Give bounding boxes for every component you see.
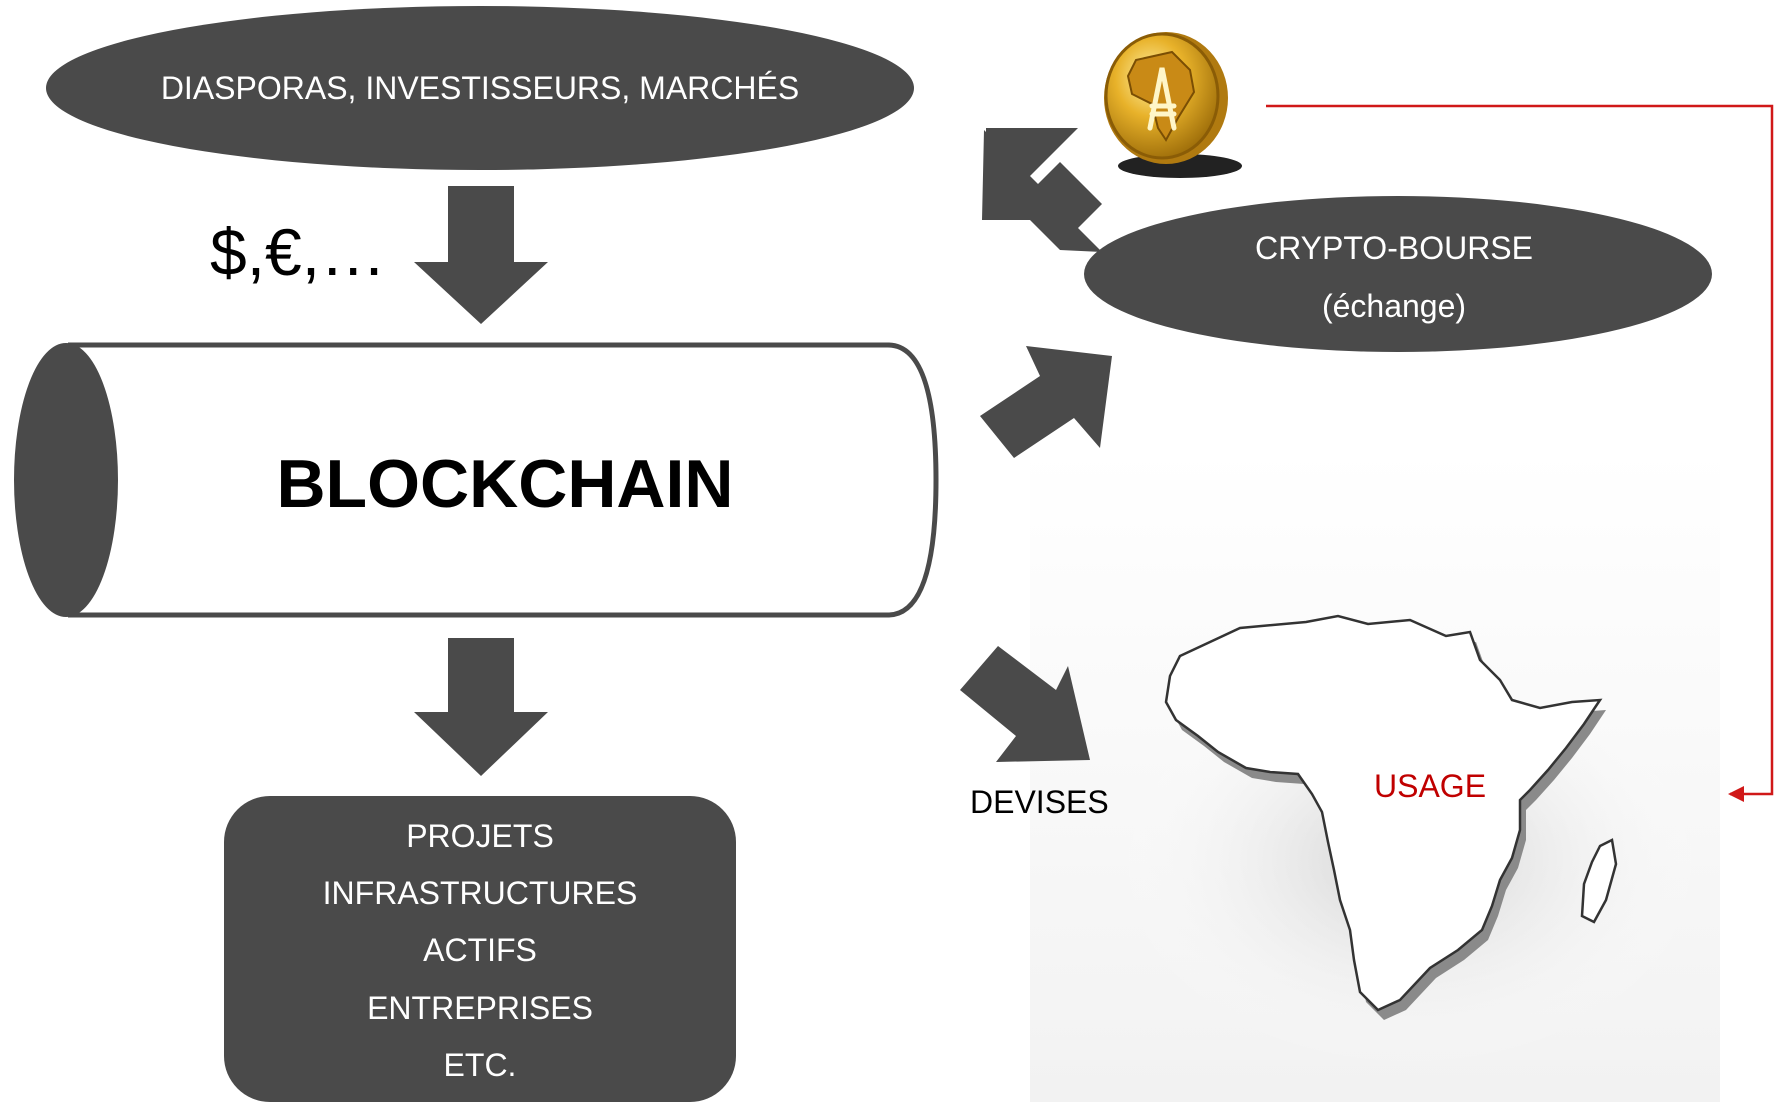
source-label: DIASPORAS, INVESTISSEURS, MARCHÉS	[160, 70, 800, 106]
arrow-down-bottom	[414, 638, 548, 776]
africa-map-icon	[1110, 614, 1710, 1070]
usage-label: USAGE	[1374, 768, 1487, 804]
outputs-item-etc: ETC.	[443, 1047, 517, 1083]
exchange-sublabel: (échange)	[1321, 288, 1467, 324]
arrow-up-left-head	[986, 128, 1078, 220]
blockchain-label: BLOCKCHAIN	[276, 446, 734, 522]
arrow-down-top	[414, 186, 548, 324]
africa-coin-icon	[1104, 32, 1242, 178]
arrow-up-right	[980, 346, 1112, 458]
outputs-item-infrastructures: INFRASTRUCTURES	[322, 875, 638, 911]
devises-label: DEVISES	[970, 784, 1109, 820]
outputs-item-entreprises: ENTREPRISES	[367, 990, 593, 1026]
exchange-ellipse	[1084, 196, 1712, 352]
exchange-label: CRYPTO-BOURSE	[1255, 230, 1533, 266]
source-ellipse	[46, 6, 914, 170]
outputs-item-actifs: ACTIFS	[423, 932, 537, 968]
coin-to-usage-connector	[1266, 104, 1774, 802]
outputs-box	[224, 796, 736, 1102]
arrow-down-right	[960, 646, 1090, 762]
currency-label: $,€,…	[210, 215, 387, 289]
outputs-item-projets: PROJETS	[406, 818, 554, 854]
blockchain-cylinder	[14, 342, 939, 618]
